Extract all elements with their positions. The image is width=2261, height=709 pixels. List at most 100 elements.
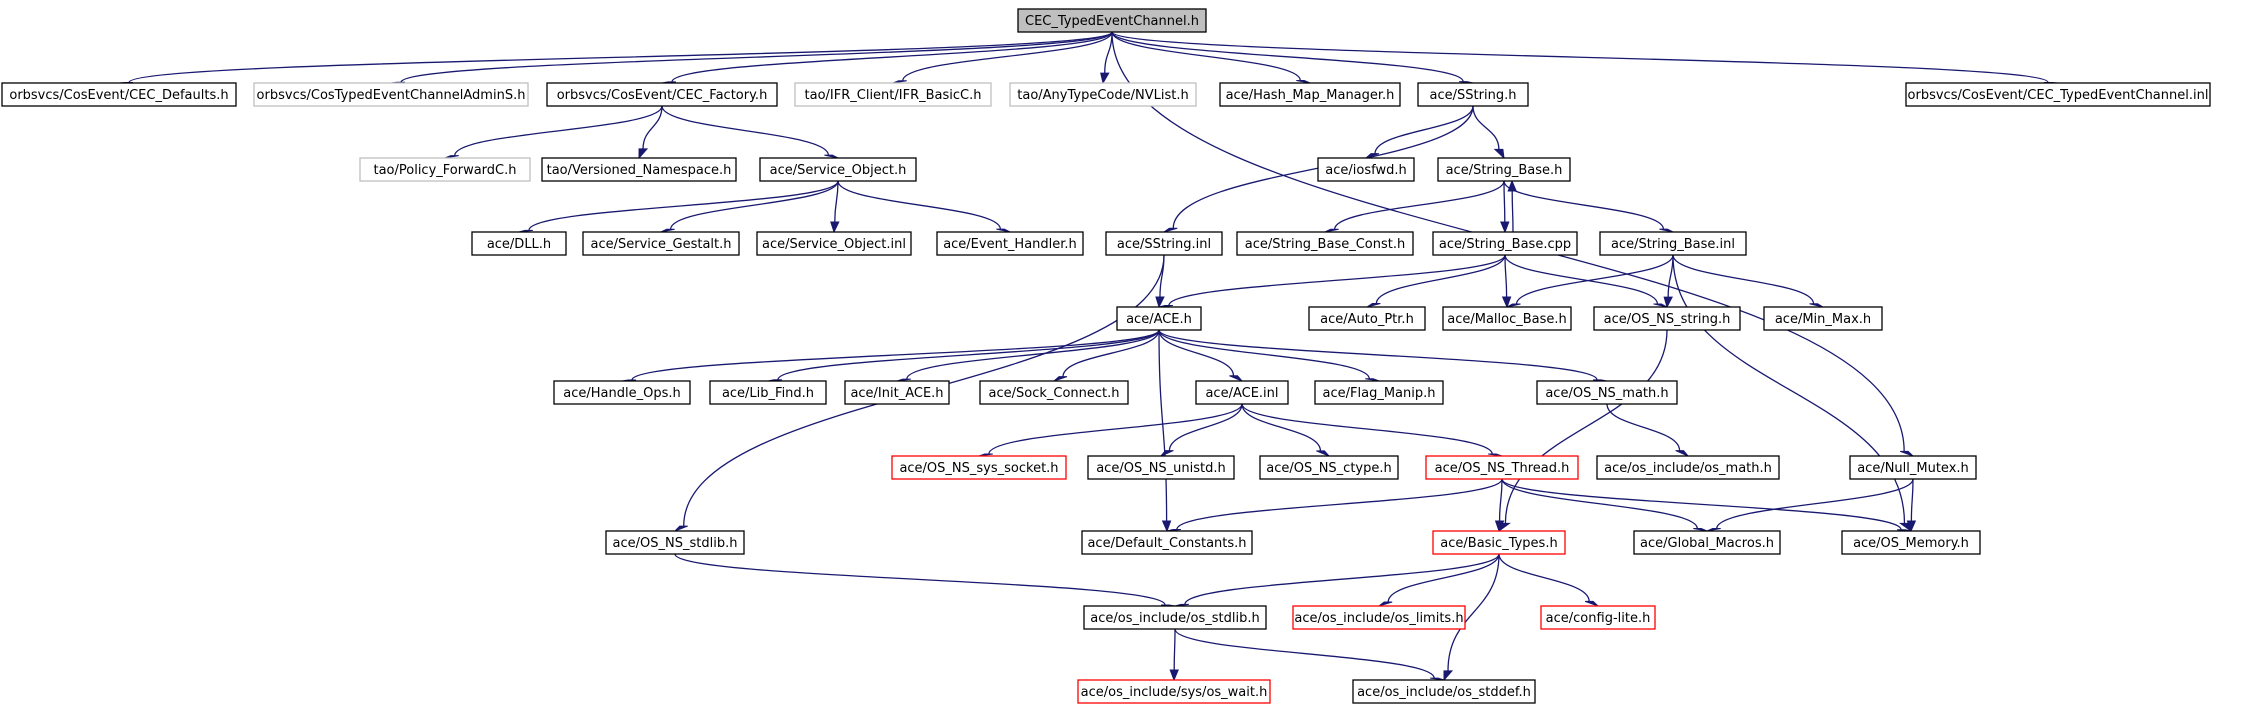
node-box	[844, 380, 950, 405]
arrowhead-sb_cpp-to-os_ns_string	[1653, 303, 1668, 308]
node-sock-connect[interactable]: ace/Sock_Connect.h	[979, 380, 1129, 405]
node-box	[1432, 231, 1578, 256]
node-default-constants[interactable]: ace/Default_Constants.h	[1081, 530, 1253, 555]
edge-service_object-to-gestalt	[669, 180, 839, 230]
node-cec-inl[interactable]: orbsvcs/CosEvent/CEC_TypedEventChannel.i…	[1905, 82, 2211, 107]
node-hashmap[interactable]: ace/Hash_Map_Manager.h	[1219, 82, 1401, 107]
node-service-object[interactable]: ace/Service_Object.h	[759, 157, 917, 182]
edge-root-to-hashmap	[1111, 31, 1301, 81]
node-label: ace/Null_Mutex.h	[1857, 461, 1969, 476]
arrowhead-sstring-to-string_base	[1493, 148, 1505, 160]
arrowhead-sb_cpp-to-string_base	[1507, 179, 1517, 192]
node-policy[interactable]: tao/Policy_ForwardC.h	[359, 157, 531, 182]
edge-ace_h-to-lib_find	[777, 329, 1160, 381]
node-label: ace/os_include/os_limits.h	[1294, 611, 1463, 626]
node-os-ns-thread[interactable]: ace/OS_NS_Thread.h	[1425, 455, 1579, 480]
node-auto-ptr[interactable]: ace/Auto_Ptr.h	[1308, 306, 1426, 331]
node-os-stddef[interactable]: ace/os_include/os_stddef.h	[1352, 679, 1536, 704]
node-box	[1083, 605, 1267, 630]
node-handle-ops[interactable]: ace/Handle_Ops.h	[553, 380, 691, 405]
arrowhead-string_base-to-sb_cpp	[1500, 221, 1510, 234]
node-os-math[interactable]: ace/os_include/os_math.h	[1596, 455, 1780, 480]
node-label: ace/Init_ACE.h	[850, 386, 943, 401]
node-string-base[interactable]: ace/String_Base.h	[1437, 157, 1571, 182]
node-so-inl[interactable]: ace/Service_Object.inl	[756, 231, 912, 256]
arrowhead-cec_factory-to-policy	[444, 155, 459, 159]
node-label: ace/Flag_Manip.h	[1323, 386, 1436, 401]
node-lib-find[interactable]: ace/Lib_Find.h	[709, 380, 827, 405]
node-os-ns-sys-socket[interactable]: ace/OS_NS_sys_socket.h	[891, 455, 1067, 480]
node-label: ace/Basic_Types.h	[1440, 536, 1557, 551]
node-os-memory[interactable]: ace/OS_Memory.h	[1841, 530, 1981, 555]
arrowhead-null_mutex-to-os_memory	[1906, 520, 1917, 533]
node-versioned[interactable]: tao/Versioned_Namespace.h	[541, 157, 737, 182]
node-os-ns-unistd[interactable]: ace/OS_NS_unistd.h	[1087, 455, 1235, 480]
node-nvlist[interactable]: tao/AnyTypeCode/NVList.h	[1009, 82, 1197, 107]
node-ace-h[interactable]: ace/ACE.h	[1116, 306, 1202, 331]
node-os-ns-ctype[interactable]: ace/OS_NS_ctype.h	[1259, 455, 1399, 480]
node-label: ace/Service_Object.inl	[762, 237, 906, 252]
node-os-limits[interactable]: ace/os_include/os_limits.h	[1292, 605, 1466, 630]
edge-ace_inl-to-os_ns_thread	[1241, 403, 1493, 455]
node-cec-defaults[interactable]: orbsvcs/CosEvent/CEC_Defaults.h	[1, 82, 237, 107]
node-sb-const[interactable]: ace/String_Base_Const.h	[1236, 231, 1414, 256]
node-box	[1195, 380, 1289, 405]
node-root[interactable]: CEC_TypedEventChannel.h	[1017, 8, 1207, 33]
edge-basic_types-to-os_stddef	[1447, 553, 1500, 671]
node-config-lite[interactable]: ace/config-lite.h	[1540, 605, 1656, 630]
node-os-ns-math[interactable]: ace/OS_NS_math.h	[1536, 380, 1678, 405]
node-null-mutex[interactable]: ace/Null_Mutex.h	[1849, 455, 1977, 480]
node-ifr[interactable]: tao/IFR_Client/IFR_BasicC.h	[794, 82, 992, 107]
node-gestalt[interactable]: ace/Service_Gestalt.h	[582, 231, 740, 256]
node-box	[1308, 306, 1426, 331]
edge-ace_h-to-sock_connect	[1062, 329, 1160, 377]
node-ace-inl[interactable]: ace/ACE.inl	[1195, 380, 1289, 405]
node-box	[1236, 231, 1414, 256]
node-global-macros[interactable]: ace/Global_Macros.h	[1633, 530, 1781, 555]
node-flag-manip[interactable]: ace/Flag_Manip.h	[1314, 380, 1444, 405]
node-box	[1105, 231, 1223, 256]
node-label: ace/os_include/sys/os_wait.h	[1081, 685, 1268, 700]
node-label: ace/OS_NS_unistd.h	[1096, 461, 1226, 476]
node-box	[1314, 380, 1444, 405]
node-label: ace/OS_NS_Thread.h	[1435, 461, 1570, 476]
node-event-handler[interactable]: ace/Event_Handler.h	[936, 231, 1084, 256]
node-box	[1841, 530, 1981, 555]
node-init-ace[interactable]: ace/Init_ACE.h	[844, 380, 950, 405]
node-label: tao/Versioned_Namespace.h	[547, 163, 732, 178]
node-sstring-inl[interactable]: ace/SString.inl	[1105, 231, 1223, 256]
edge-basic_types-to-config_lite	[1498, 553, 1590, 602]
edge-ace_inl-to-os_ns_ctype	[1241, 403, 1322, 451]
node-cosadmin[interactable]: orbsvcs/CosTypedEventChannelAdminS.h	[253, 82, 529, 107]
node-sb-inl[interactable]: ace/String_Base.inl	[1599, 231, 1747, 256]
edge-cec_factory-to-policy	[454, 105, 663, 156]
edge-ace_h-to-ace_inl	[1158, 329, 1235, 376]
node-label: ace/ACE.inl	[1205, 386, 1278, 401]
node-min-max[interactable]: ace/Min_Max.h	[1763, 306, 1883, 331]
node-cec-factory[interactable]: orbsvcs/CosEvent/CEC_Factory.h	[546, 82, 778, 107]
edge-ace_inl-to-os_ns_unistd	[1168, 403, 1243, 451]
node-box	[1633, 530, 1781, 555]
edge-sb_inl-to-os_memory	[1672, 254, 1906, 524]
node-os-wait[interactable]: ace/os_include/sys/os_wait.h	[1077, 679, 1271, 704]
node-basic-types[interactable]: ace/Basic_Types.h	[1432, 530, 1566, 555]
node-label: ace/String_Base.inl	[1611, 237, 1735, 252]
edge-os_ns_math-to-os_math	[1606, 403, 1681, 451]
node-os-ns-string[interactable]: ace/OS_NS_string.h	[1593, 306, 1741, 331]
arrowhead-cec_factory-to-versioned	[638, 148, 649, 160]
arrowhead-basic_types-to-os_stddef	[1443, 670, 1454, 682]
node-dll[interactable]: ace/DLL.h	[471, 231, 567, 256]
edge-os_ns_thread-to-default_constants	[1176, 478, 1503, 530]
node-os-stdlib[interactable]: ace/os_include/os_stdlib.h	[1083, 605, 1267, 630]
node-label: orbsvcs/CosEvent/CEC_Defaults.h	[9, 88, 228, 103]
node-malloc-base[interactable]: ace/Malloc_Base.h	[1442, 306, 1572, 331]
node-sb-cpp[interactable]: ace/String_Base.cpp	[1432, 231, 1578, 256]
arrowhead-root-to-null_mutex	[1899, 450, 1914, 457]
edge-ace_h-to-handle_ops	[631, 329, 1160, 381]
node-label: ace/Malloc_Base.h	[1447, 312, 1567, 327]
node-iosfwd[interactable]: ace/iosfwd.h	[1317, 157, 1415, 182]
node-label: orbsvcs/CosTypedEventChannelAdminS.h	[257, 88, 526, 103]
node-sstring[interactable]: ace/SString.h	[1417, 82, 1529, 107]
node-os-ns-stdlib[interactable]: ace/OS_NS_stdlib.h	[605, 530, 745, 555]
edge-sb_inl-to-malloc_base	[1515, 254, 1674, 305]
